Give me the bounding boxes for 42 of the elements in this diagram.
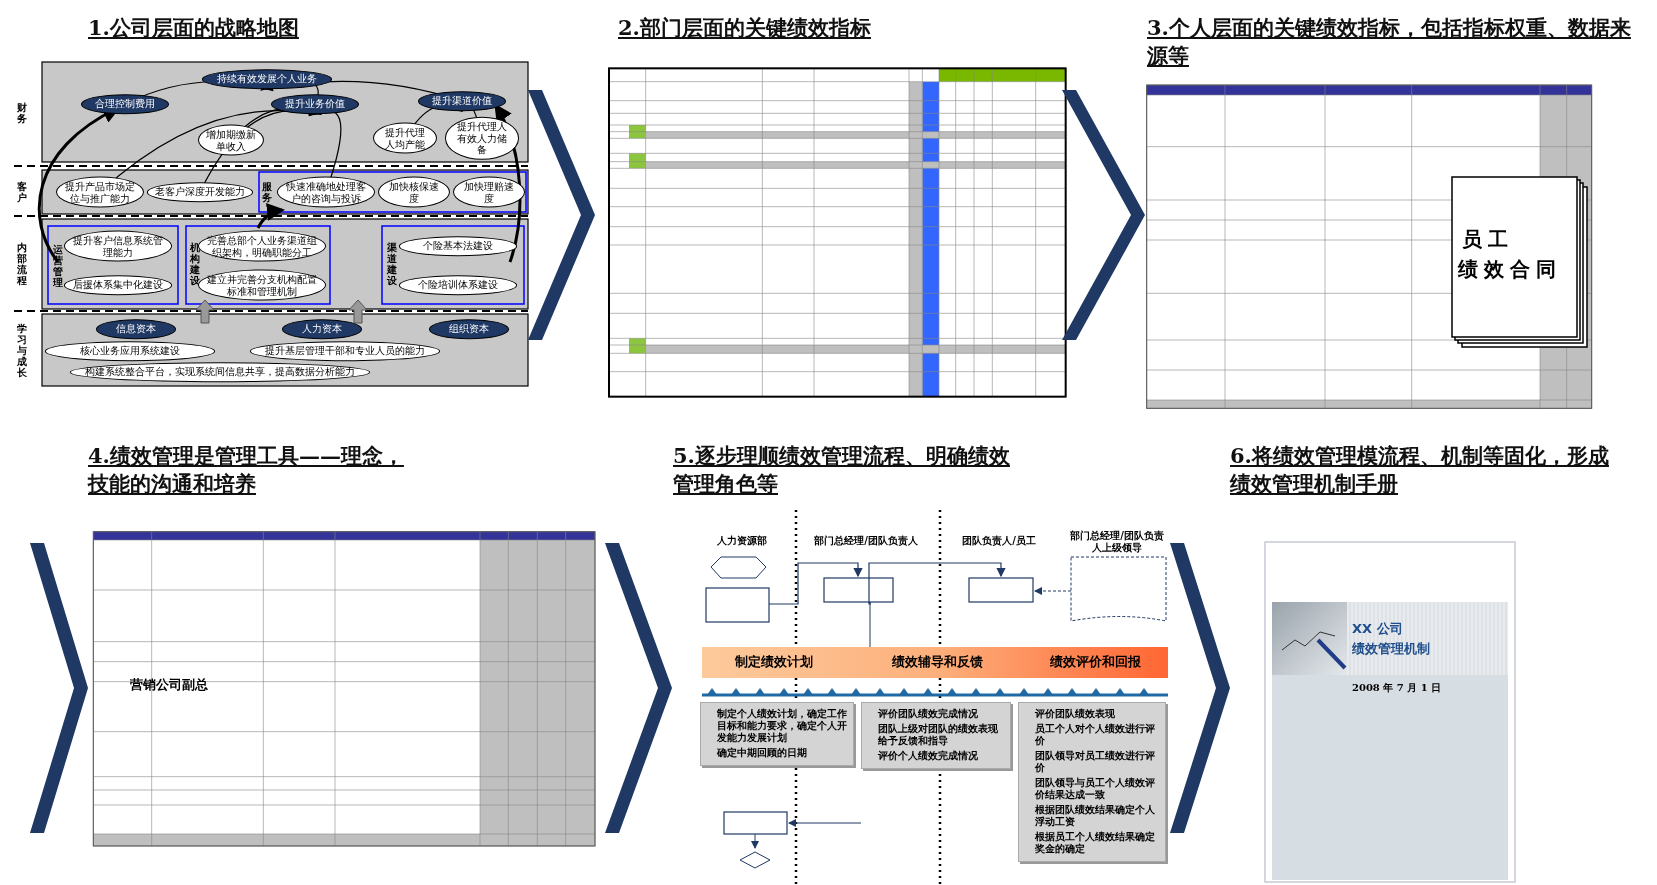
cover-date: 2008 年 7 月 1 日: [1352, 682, 1442, 694]
cover-title: 绩效管理机制: [1352, 642, 1430, 657]
document-title: 员工: [1462, 228, 1514, 251]
row-label: 内部流程: [16, 242, 28, 286]
bullet-text: 团队领导对员工绩效进行评价: [1035, 750, 1156, 774]
phase-label: 绩效辅导和反馈: [890, 654, 984, 670]
lane-header: 部门总经理/团队负责人: [813, 535, 919, 547]
phase-label: 制定绩效计划: [734, 654, 814, 670]
lane-header: 团队负责人/员工: [961, 535, 1037, 547]
row-label: 客户: [16, 181, 28, 203]
row-label: 学习与成长: [16, 322, 28, 378]
bullet-text: 根据员工个人绩效结果确定奖金的确定: [1035, 831, 1156, 855]
chevron-arrow: [1062, 90, 1145, 340]
lane-header: 人力资源部: [716, 535, 768, 547]
cover-title: XX 公司: [1352, 622, 1403, 637]
group-label: 渠道建设: [386, 242, 398, 286]
panel-title: 3.个人层面的关键绩效指标，包括指标权重、数据来源等: [1147, 14, 1632, 71]
group-label: 机构建设: [189, 242, 201, 286]
lane-header: 部门总经理/团队负责人上级领导: [1069, 529, 1165, 553]
bullet-text: 根据团队绩效结果确定个人浮动工资: [1035, 804, 1156, 828]
bullet-text: 团队上级对团队的绩效表现给予反馈和指导: [878, 723, 999, 747]
row-header: 营销公司副总: [130, 678, 208, 693]
chevron-arrow: [528, 90, 595, 340]
bullet-text: 评价团队绩效表现: [1035, 708, 1116, 720]
panel-title: 1.公司层面的战略地图: [88, 14, 300, 42]
bullet-text: 评价个人绩效完成情况: [878, 750, 979, 762]
chevron-arrow: [30, 543, 88, 833]
bullet-text: 确定中期回顾的日期: [717, 747, 808, 759]
panel-title: 5.逐步理顺绩效管理流程、明确绩效管理角色等: [673, 442, 1011, 499]
bullet-text: 评价团队绩效完成情况: [878, 708, 979, 720]
panel-title: 4.绩效管理是管理工具——理念，技能的沟通和培养: [88, 442, 405, 499]
bullet-text: 制定个人绩效计划，确定工作目标和能力要求，确定个人开发能力发展计划: [717, 708, 847, 744]
row-label: 财务: [16, 102, 28, 124]
document-title: 绩效合同: [1458, 258, 1562, 281]
panel-title: 2.部门层面的关键绩效指标: [618, 14, 872, 42]
bullet-text: 员工个人对个人绩效进行评价: [1035, 723, 1156, 747]
panel-title: 6.将绩效管理模流程、机制等固化，形成绩效管理机制手册: [1230, 442, 1610, 499]
phase-label: 绩效评价和回报: [1048, 654, 1142, 670]
chevron-arrow: [605, 543, 672, 833]
chevron-arrow: [1170, 543, 1230, 833]
bullet-text: 团队领导与员工个人绩效评价结果达成一致: [1035, 777, 1156, 801]
group-label: 服务: [261, 181, 273, 203]
